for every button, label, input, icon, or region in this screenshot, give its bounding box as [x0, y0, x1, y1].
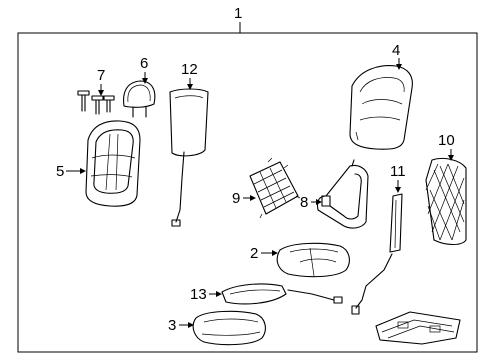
part-7-bolts	[77, 90, 115, 115]
callout-10: 10	[438, 132, 455, 149]
part-4-seatback-shell	[349, 65, 413, 150]
part-8-seatback-frame	[316, 159, 369, 229]
assembly-frame	[17, 22, 478, 353]
part-9-spring-mat	[249, 157, 301, 219]
callout-7: 7	[97, 67, 105, 84]
callout-8: 8	[300, 194, 308, 211]
part-5-seatback-cover	[85, 120, 141, 207]
callout-2: 2	[250, 245, 258, 262]
callout-13: 13	[190, 286, 207, 303]
part-2-seat-cushion-pad	[276, 242, 350, 278]
callout-6: 6	[140, 55, 148, 72]
part-6-headrest	[123, 80, 156, 118]
callout-9: 9	[232, 190, 240, 207]
callout-1: 1	[234, 5, 242, 22]
part-10-mesh-panel	[425, 157, 467, 246]
part-3-seat-cushion-cover	[192, 310, 266, 346]
part-13-heater-element	[221, 283, 343, 305]
seat-track-assembly	[375, 311, 461, 345]
callout-12: 12	[181, 61, 198, 78]
callout-11: 11	[390, 163, 406, 180]
callout-5: 5	[56, 163, 64, 180]
part-12-seatback-pad	[169, 88, 209, 227]
callout-3: 3	[168, 317, 176, 334]
callout-4: 4	[392, 42, 400, 59]
part-11-side-bolster	[351, 193, 403, 315]
